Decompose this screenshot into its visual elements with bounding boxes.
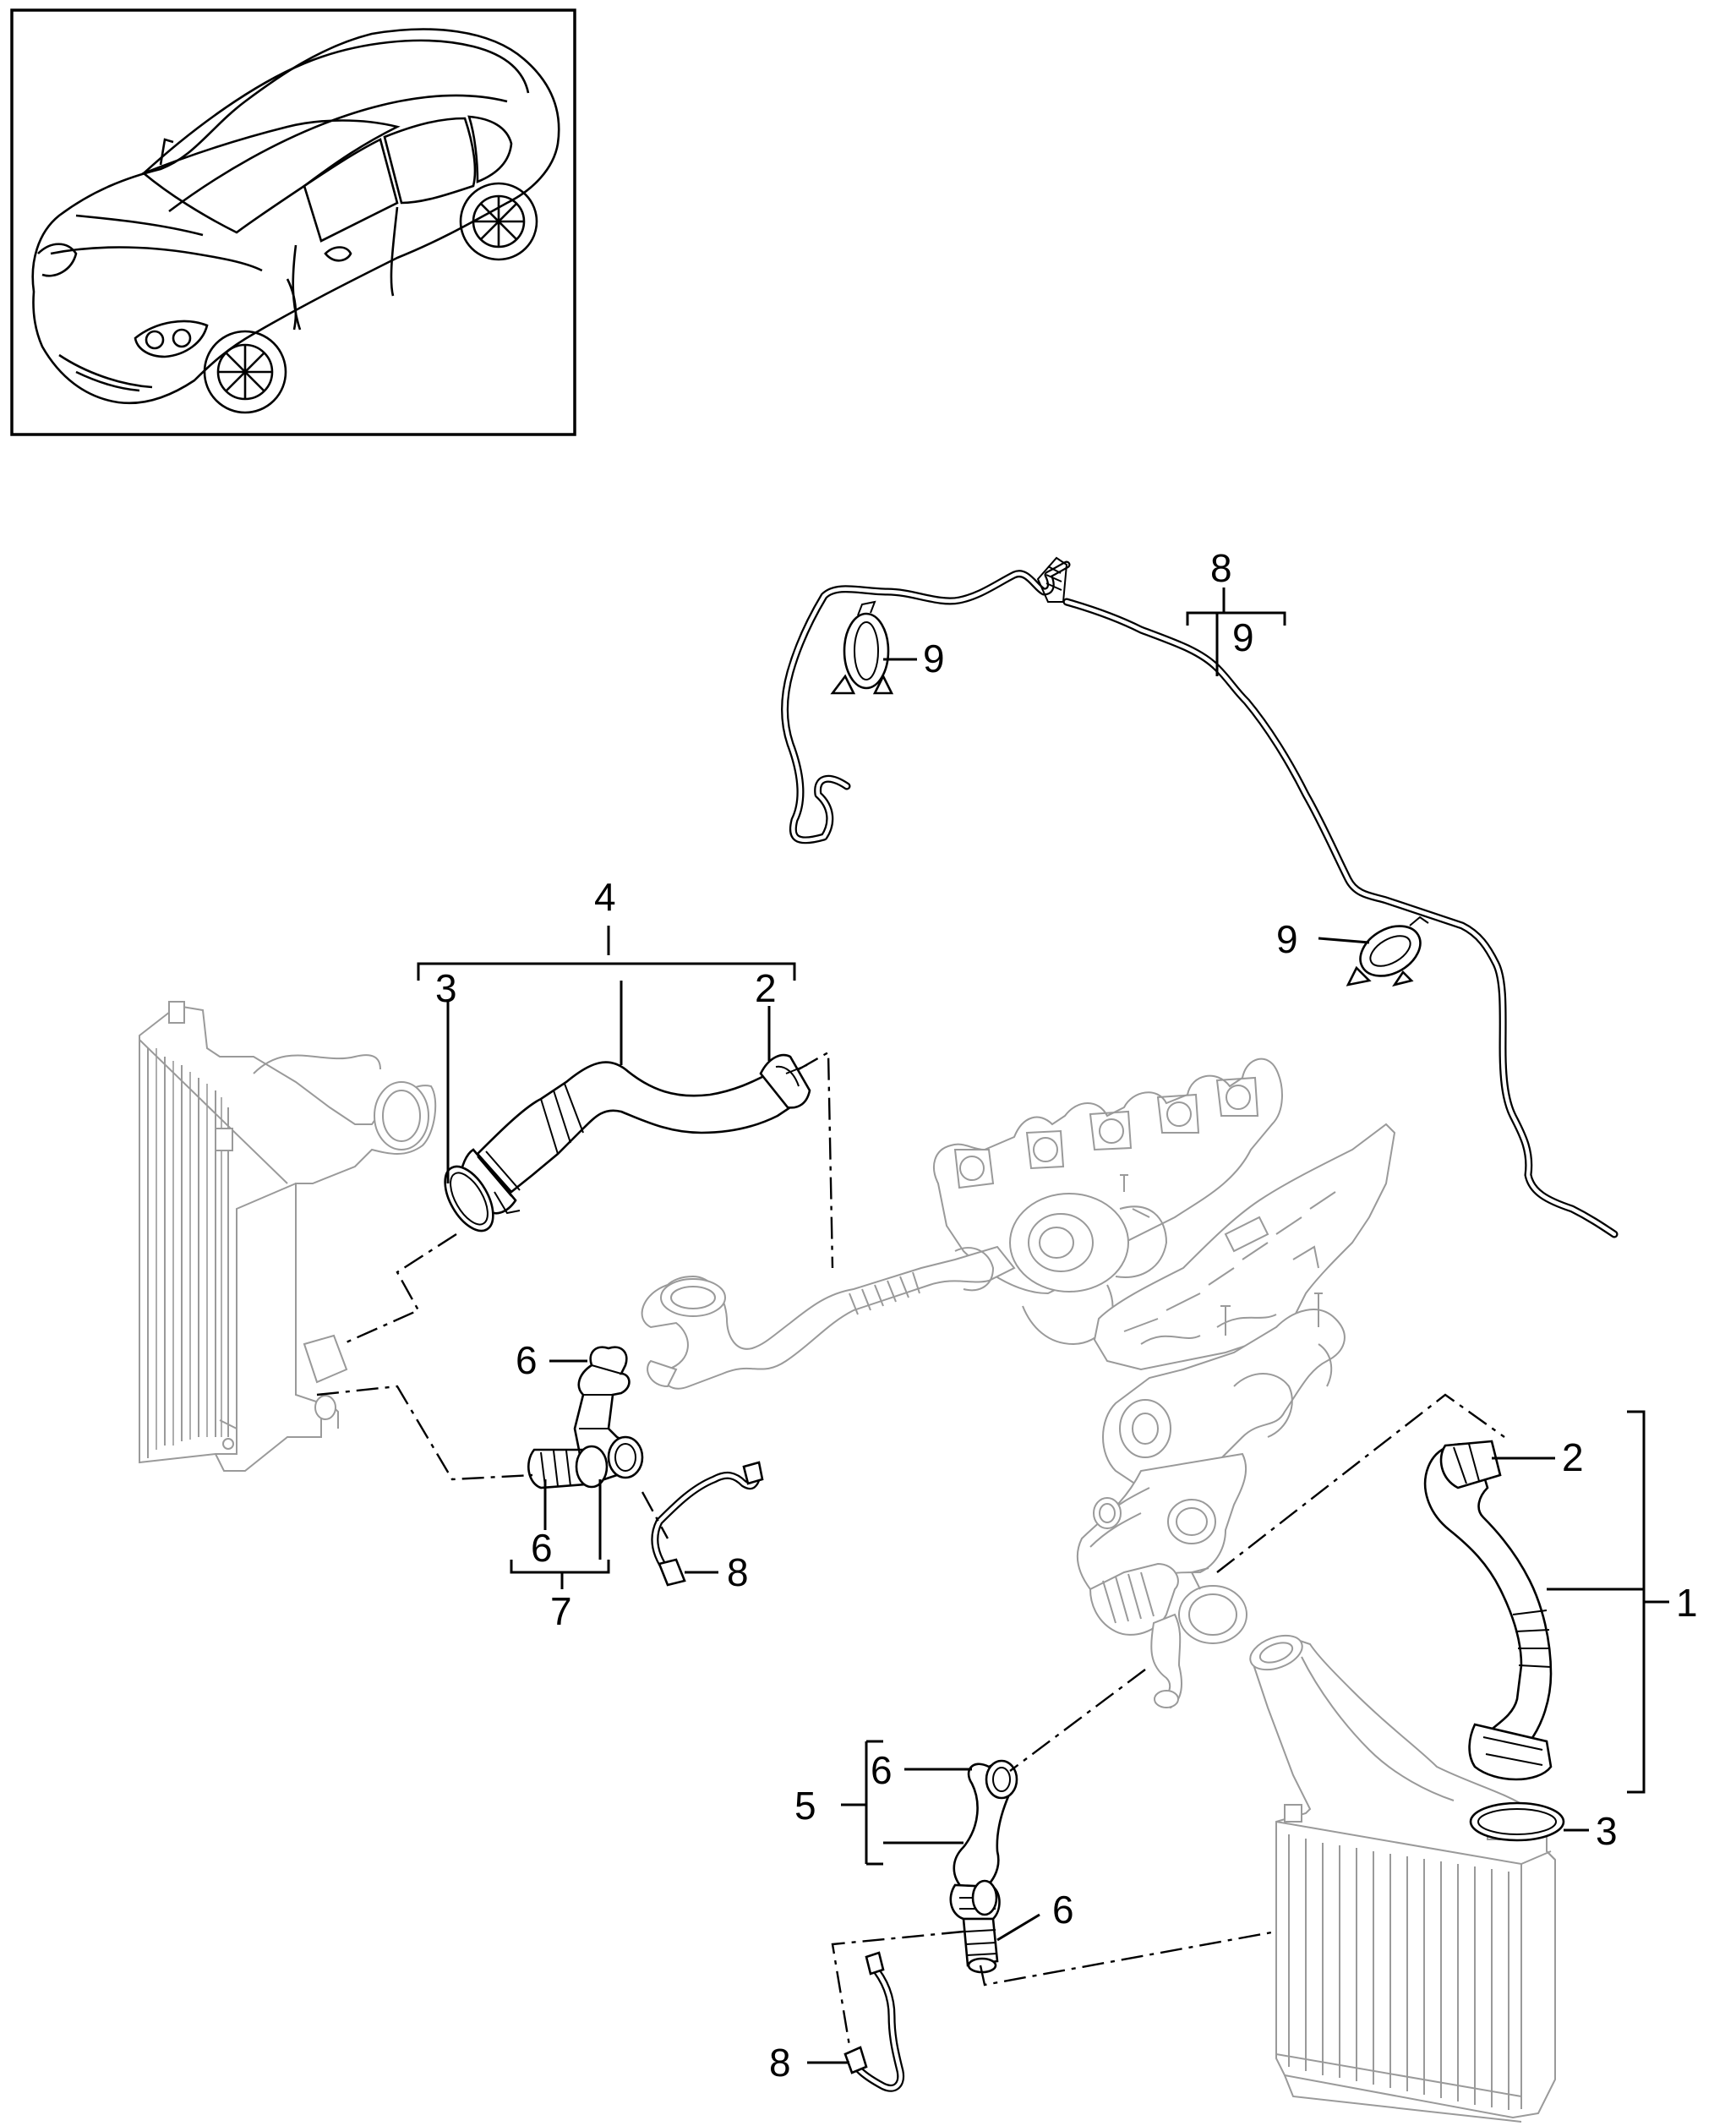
- callout-6-bottom-left: 6: [531, 1526, 553, 1570]
- callout-4: 4: [594, 875, 616, 919]
- callout-5: 5: [794, 1784, 816, 1828]
- hose-clip-9-top: [830, 600, 894, 695]
- turbo-manifold-assembly: [641, 1058, 1396, 1709]
- callout-7: 7: [550, 1589, 572, 1633]
- car-overview-icon: [31, 28, 560, 414]
- callout-numbers: 4 3 2 8 9 9 9 2 1 3 6 6 7 8 5 6 6 8: [435, 546, 1698, 2085]
- callout-6-bottom-right: 6: [1052, 1888, 1074, 1932]
- callout-3-right: 3: [1596, 1809, 1618, 1853]
- connection-lines: [316, 1050, 1505, 2047]
- callout-6-mid: 6: [871, 1748, 893, 1792]
- callout-8-top: 8: [1210, 546, 1232, 590]
- hose-clip-9-right: [1346, 915, 1429, 987]
- callout-9-top: 9: [923, 637, 945, 680]
- callout-6-top-left: 6: [516, 1338, 538, 1382]
- intercooler-left: [139, 1001, 437, 1472]
- callout-9-bracket: 9: [1232, 615, 1254, 659]
- callout-8-bottom: 8: [769, 2041, 791, 2085]
- callout-1: 1: [1676, 1581, 1698, 1625]
- callout-8-left: 8: [727, 1550, 749, 1594]
- callout-2-right: 2: [1562, 1435, 1584, 1479]
- breather-hose-5: [843, 1759, 1018, 2092]
- callout-3-left: 3: [435, 966, 457, 1010]
- breather-hose-7: [527, 1346, 764, 1587]
- vehicle-inset: [10, 8, 576, 436]
- charge-air-hose-4: [444, 1053, 811, 1232]
- charge-air-hose-1: [1423, 1440, 1565, 1842]
- intercooler-right: [1249, 1634, 1556, 2123]
- callout-2-left: 2: [755, 966, 777, 1010]
- callout-9-right: 9: [1276, 917, 1298, 961]
- callout-leaders: [417, 588, 1669, 2064]
